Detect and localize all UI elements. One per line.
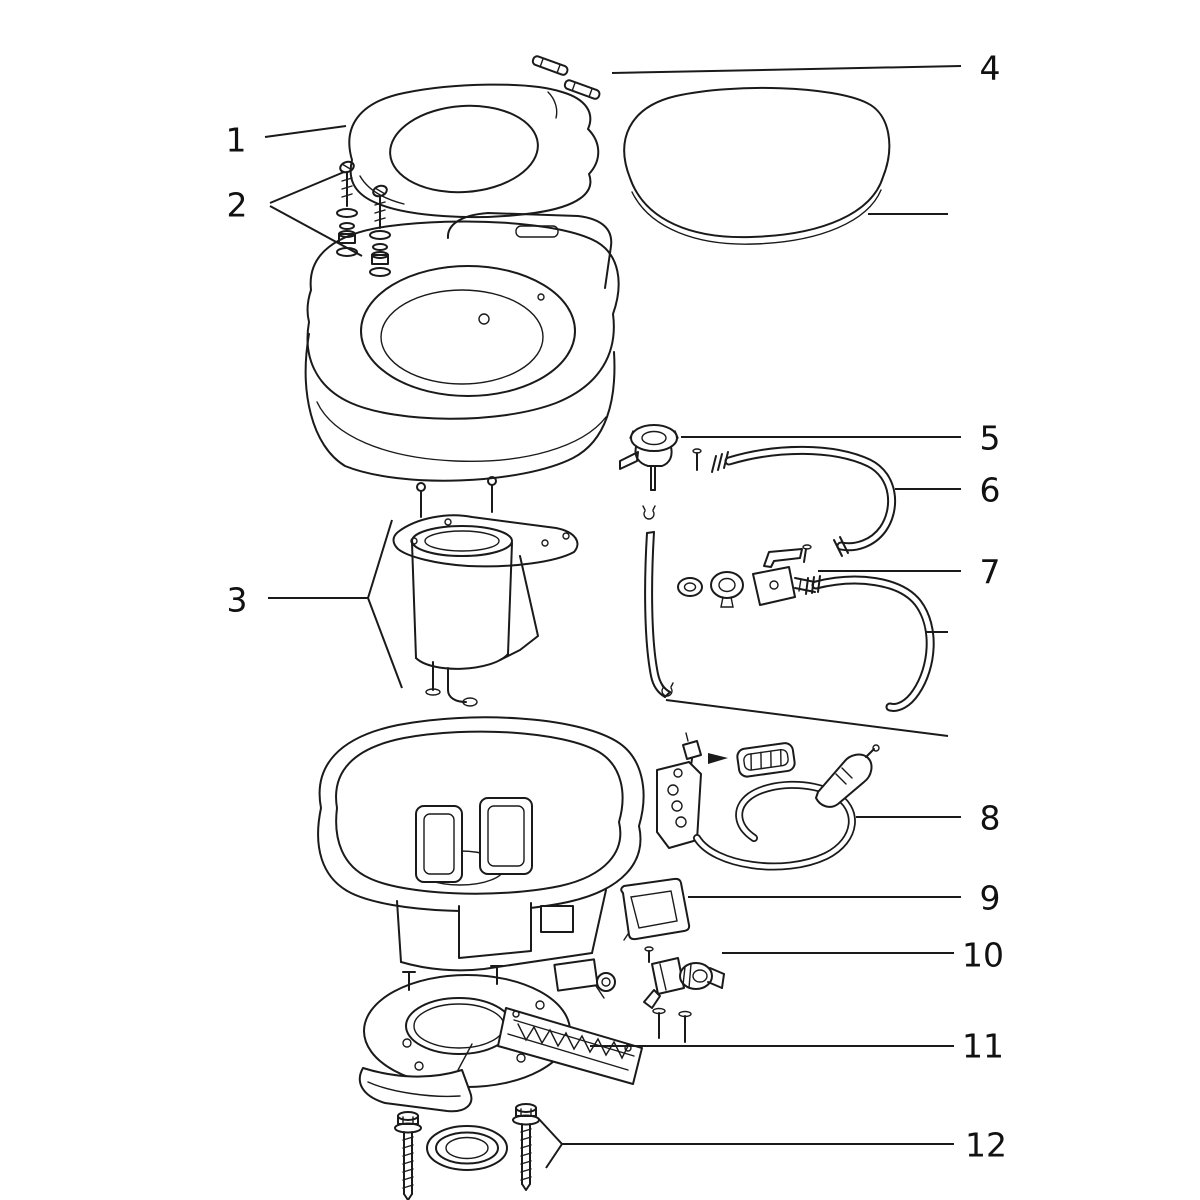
callout-2-leader-a xyxy=(269,171,345,204)
part-vacuum-tube xyxy=(642,505,674,698)
callout-9-label: 9 xyxy=(980,879,1001,918)
part-drain-hose xyxy=(805,575,935,712)
callout-2-label: 2 xyxy=(227,186,248,225)
part-hinge-pins xyxy=(531,55,601,100)
callout-3-label: 3 xyxy=(227,581,248,620)
callout-leaders xyxy=(264,65,962,1169)
callout-4-label: 4 xyxy=(980,49,1001,88)
callout-10-label: 10 xyxy=(962,936,1004,975)
part-access-cover xyxy=(620,877,691,941)
callout-3-leader-b xyxy=(367,597,403,689)
part-hand-sprayer-kit xyxy=(656,732,880,871)
callout-numbers: 1 2 3 4 5 6 7 8 9 10 11 12 xyxy=(226,49,1008,1165)
part-seat-mounting-screws xyxy=(336,160,391,277)
callout-12-leader-a xyxy=(537,1117,954,1145)
vacuum-tube-leader xyxy=(665,699,949,737)
part-lower-bowl xyxy=(317,716,645,972)
callout-12-leader-b xyxy=(545,1143,563,1169)
callout-5-label: 5 xyxy=(980,419,1001,458)
part-valve-repair-kit xyxy=(677,544,816,608)
callout-8-label: 8 xyxy=(980,799,1001,838)
callout-7-label: 7 xyxy=(980,553,1001,592)
part-base-flush-assembly xyxy=(358,958,643,1113)
callout-1-leader xyxy=(264,125,347,138)
part-water-valve xyxy=(619,424,702,491)
part-toilet-seat xyxy=(348,83,600,219)
callout-4-leader xyxy=(611,65,962,74)
callout-12-label: 12 xyxy=(965,1126,1007,1165)
part-upper-bowl-assembly xyxy=(304,212,620,482)
part-supply-hose xyxy=(711,445,897,557)
part-closet-bolts-and-seal xyxy=(394,1103,540,1200)
callout-1-label: 1 xyxy=(226,121,247,160)
part-toilet-lid xyxy=(623,86,891,245)
callout-6-label: 6 xyxy=(980,471,1001,510)
callout-2-leader-b xyxy=(269,205,363,257)
part-vacuum-breaker-fitting xyxy=(643,946,725,1043)
callout-3-leader-a xyxy=(268,519,393,599)
part-flush-mechanism-canister xyxy=(392,476,579,707)
callout-11-label: 11 xyxy=(962,1027,1004,1066)
